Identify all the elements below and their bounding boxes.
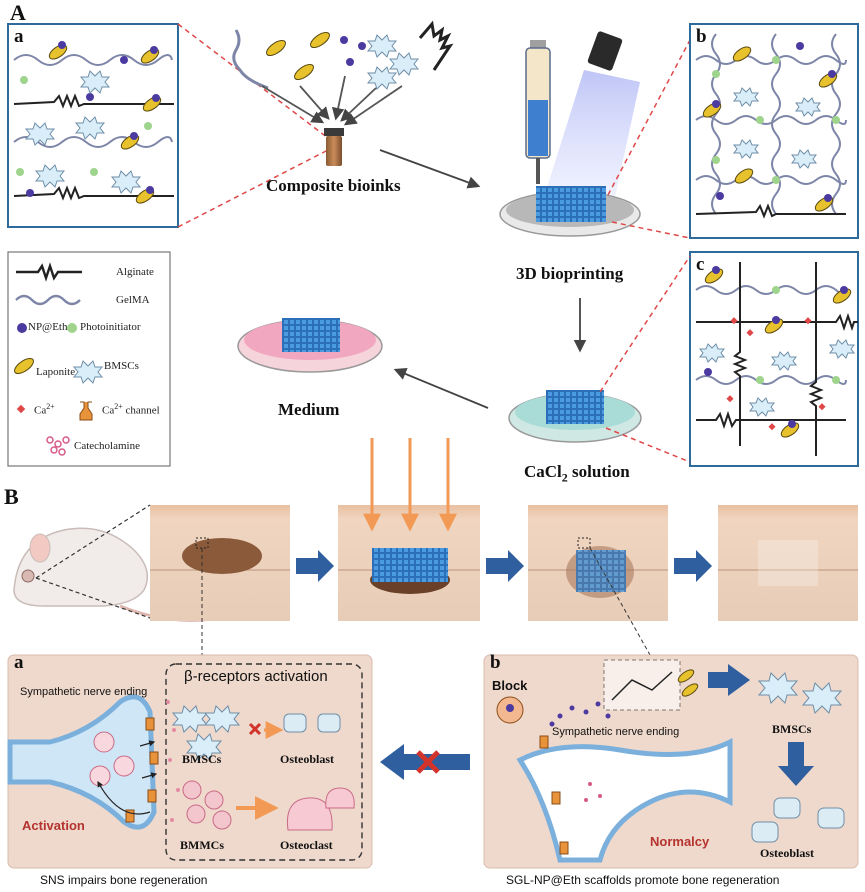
cross-mark-icon xyxy=(248,722,262,736)
uv-lamp-icon xyxy=(540,31,640,220)
legend-laponite: Laponite xyxy=(36,366,76,378)
panel-c-network-box xyxy=(689,251,859,467)
legend-bmscs: BMSCs xyxy=(104,360,139,372)
normalcy-label: Normalcy xyxy=(650,834,710,849)
connector-line xyxy=(177,149,329,228)
connector-line xyxy=(607,39,691,196)
panel-label-b-top: b xyxy=(696,26,707,47)
step-medium: Medium xyxy=(278,400,340,419)
receptor-title: β-receptors activation xyxy=(184,668,328,685)
tissue-stage-1 xyxy=(150,505,290,621)
connector-line xyxy=(605,427,691,463)
tissue-stage-2 xyxy=(338,438,480,621)
legend-gelma: GelMA xyxy=(116,294,150,306)
step-composite-bioinks: Composite bioinks xyxy=(266,176,401,195)
bioink-vial-icon xyxy=(324,128,344,166)
legend-photoinitiator: Photoinitiator xyxy=(80,321,141,333)
panel-b-bmscs: BMSCs xyxy=(772,722,812,736)
legend-box xyxy=(7,251,171,467)
flow-arrow xyxy=(379,149,481,189)
panel-a-nerve-label: Sympathetic nerve ending xyxy=(20,686,148,698)
panel-a-network-box xyxy=(7,23,179,228)
step-3d-bioprinting: 3D bioprinting xyxy=(516,264,624,283)
nerve-ending-icon xyxy=(516,737,733,863)
legend-catecholamine: Catecholamine xyxy=(74,440,140,452)
panel-label-A: A xyxy=(10,0,26,25)
nerve-ending-icon xyxy=(7,694,157,830)
panel-b-nerve-label: Sympathetic nerve ending xyxy=(552,726,680,738)
panel-label-a-bottom: a xyxy=(14,652,24,673)
connector-line xyxy=(599,255,691,393)
caption-a: SNS impairs bone regeneration xyxy=(40,873,208,887)
panel-a-bmscs: BMSCs xyxy=(182,752,222,766)
activation-label: Activation xyxy=(22,818,85,833)
legend-ca-channel: Ca2+ channel xyxy=(102,402,160,417)
connector-line xyxy=(35,504,151,579)
bottom-panel-b xyxy=(483,654,859,869)
tissue-stage-4 xyxy=(718,505,858,621)
panel-label-B: B xyxy=(4,484,19,509)
ingredients-cluster xyxy=(232,20,454,126)
syringe-icon xyxy=(525,40,551,184)
panel-label-c-top: c xyxy=(696,254,705,275)
blocked-arrow xyxy=(380,744,470,780)
calcium-channel-icon xyxy=(79,401,93,421)
petri-dish-icon xyxy=(499,186,641,237)
bottom-panel-a xyxy=(7,654,373,869)
panel-b-network-box xyxy=(689,23,859,239)
stage-arrow xyxy=(486,550,524,582)
legend-ca: Ca2+ xyxy=(34,402,55,417)
stage-arrow xyxy=(296,550,334,582)
panel-label-a-top: a xyxy=(14,26,24,47)
panel-b-osteoblast: Osteoblast xyxy=(760,846,814,860)
cacl2-dish-icon xyxy=(508,390,642,443)
medium-dish-icon xyxy=(237,318,383,373)
panel-a-bmmcs: BMMCs xyxy=(180,838,224,852)
flow-arrow xyxy=(393,368,489,409)
panel-label-b-bottom: b xyxy=(490,652,501,673)
block-label: Block xyxy=(492,678,528,693)
panel-a-osteoclast: Osteoclast xyxy=(280,838,333,852)
connector-line xyxy=(35,577,151,619)
caption-b: SGL-NP@Eth scaffolds promote bone regene… xyxy=(506,873,780,887)
legend-np: NP@Eth xyxy=(28,321,68,333)
legend-alginate: Alginate xyxy=(116,266,154,278)
panel-a-osteoblast: Osteoblast xyxy=(280,752,334,766)
step-cacl2-solution: CaCl2 solution xyxy=(524,462,630,485)
stage-arrow xyxy=(674,550,712,582)
connector-line xyxy=(611,221,691,239)
